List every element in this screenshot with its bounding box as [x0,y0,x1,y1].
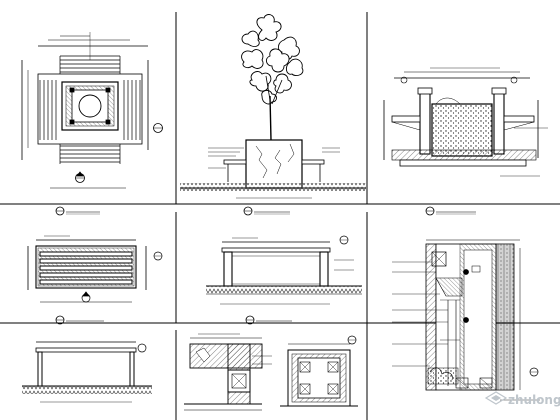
zhulong-logo-icon [484,391,508,405]
row-2-captions [55,315,292,325]
view-8-detail-a [184,333,272,411]
view-4-bench-plan [27,235,163,303]
view-3-planter-section [383,67,548,177]
view-7-bench-side-elevation [22,341,152,403]
view-6-wall-section [392,239,540,401]
view-1-planter-plan [21,32,163,189]
view-2-tree-elevation [180,14,366,199]
caption-view-2 [243,206,290,216]
view-9-detail-b [280,335,358,407]
caption-view-5 [245,315,292,325]
caption-view-3 [425,206,476,216]
tree-canopy [241,14,304,105]
caption-view-4 [55,315,104,325]
view-5-bench-elevation [206,235,362,305]
caption-view-1 [55,206,100,216]
watermark: zhulong.com [484,391,560,407]
watermark-text: zhulong.com [508,393,560,407]
row-1-captions [55,206,476,216]
